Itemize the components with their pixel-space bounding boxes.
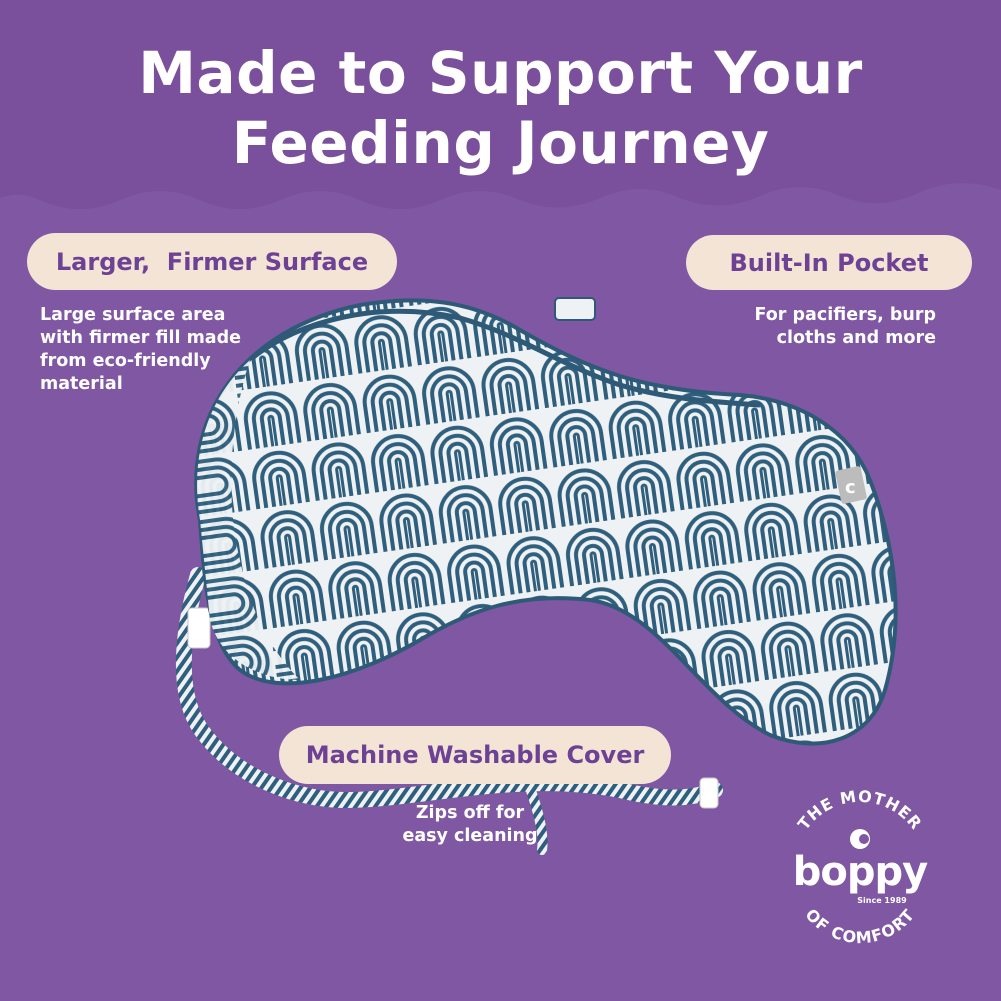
feature-pill-machine-washable: Machine Washable Cover (279, 726, 671, 784)
feature-title-pocket: Built-In Pocket (729, 248, 929, 277)
pillow-body (194, 298, 898, 746)
desc-line: easy cleaning (402, 826, 538, 846)
pillow-strap (175, 567, 723, 809)
feature-title-firmer: Larger, Firmer Surface (55, 247, 369, 276)
desc-line: For pacifiers, burp (754, 305, 936, 325)
badge-top-arc-text: THE MOTHER (794, 787, 926, 834)
headline-line-1: Made to Support Your (138, 39, 863, 107)
feature-desc-pocket: For pacifiers, burp cloths and more (700, 304, 936, 350)
feature-title-washable: Machine Washable Cover (305, 741, 645, 769)
top-wave-band (0, 0, 1001, 209)
feature-pill-built-in-pocket: Built-In Pocket (686, 235, 972, 290)
desc-line: with firmer fill made (40, 328, 242, 348)
buckle-clip (699, 777, 719, 809)
buckle (187, 607, 211, 649)
badge-since: Since 1989 (857, 896, 907, 905)
desc-line: Large surface area (40, 305, 226, 325)
desc-line: Zips off for (415, 803, 525, 823)
pillow-piping (250, 308, 761, 408)
badge-brand-wordmark: boppy (793, 849, 928, 895)
feature-pill-firmer-surface: Larger, Firmer Surface (27, 233, 397, 290)
badge-c-logo-icon (850, 829, 870, 849)
boppy-brand-badge: THE MOTHER boppy Since 1989 OF COMFORT (793, 787, 929, 948)
desc-line: material (40, 374, 123, 394)
badge-bottom-arc-text: OF COMFORT (802, 905, 919, 947)
pillow-label-tag (835, 466, 867, 504)
headline-line-2: Feeding Journey (231, 109, 770, 177)
desc-line: cloths and more (776, 328, 936, 348)
wave-shape (0, 0, 1001, 209)
pillow-top-tab (554, 297, 596, 321)
desc-line: from eco-friendly (40, 351, 211, 371)
feature-desc-washable: Zips off for easy cleaning (370, 802, 570, 848)
pillow-side-panel (197, 360, 300, 680)
feature-desc-firmer: Large surface area with firmer fill made… (40, 304, 300, 396)
headline: Made to Support Your Feeding Journey (0, 38, 1001, 178)
pillow-tag-letter: c (845, 477, 856, 498)
